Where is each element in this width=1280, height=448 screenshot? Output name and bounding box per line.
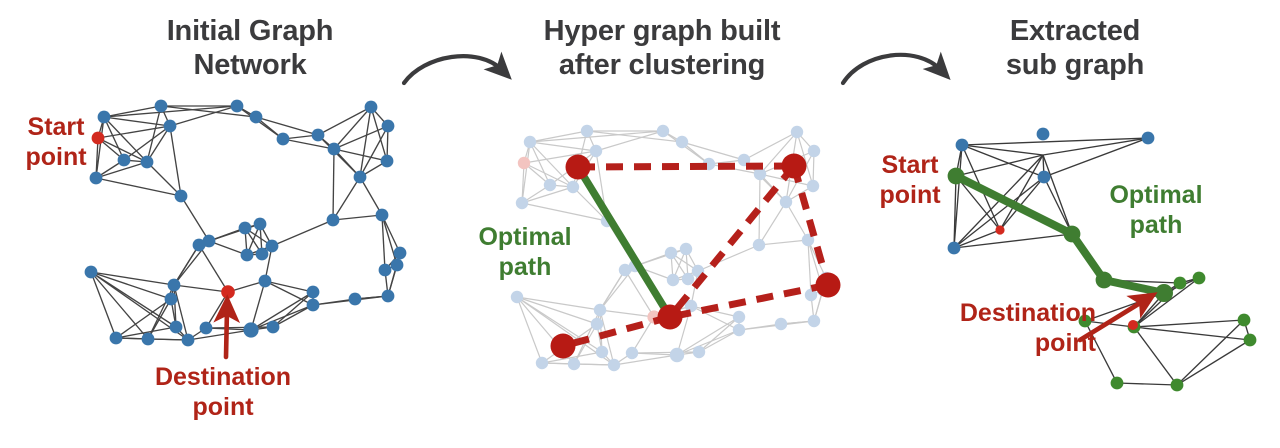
- destination-pointer-arrow: [213, 294, 241, 360]
- subgraph-destination-node-2[interactable]: [1128, 320, 1138, 330]
- hypergraph-faded-start-node: [517, 156, 531, 170]
- subgraph-path-nodes[interactable]: [947, 167, 1173, 302]
- optimal-hyper-edge: [574, 163, 674, 321]
- label-destination-point-subgraph: Destination point: [959, 299, 1096, 357]
- hyper-nodes[interactable]: [550, 153, 841, 359]
- subgraph-destination-node[interactable]: [995, 225, 1005, 235]
- start-point-node[interactable]: [91, 131, 105, 145]
- destination-point-node[interactable]: [221, 285, 235, 299]
- panel-hypergraph: [510, 124, 841, 372]
- panel-title-initial-graph: Initial Graph Network: [166, 15, 334, 82]
- label-destination-point-initial: Destination point: [154, 363, 292, 421]
- panel-title-subgraph: Extracted sub graph: [1005, 15, 1145, 82]
- panel-initial-graph: [84, 99, 407, 360]
- hypergraph-faded-nodes: [510, 124, 833, 372]
- label-start-point-initial: Start point: [25, 113, 87, 171]
- subgraph-green-nodes: [1078, 271, 1257, 392]
- label-start-point-subgraph: Start point: [879, 151, 941, 209]
- subgraph-blue-nodes: [947, 127, 1155, 255]
- panel-subgraph: [947, 127, 1257, 392]
- flow-arrow-1: [401, 51, 512, 86]
- panel-title-hypergraph: Hyper graph built after clustering: [543, 15, 781, 82]
- hyper-edges: [562, 162, 832, 350]
- subgraph-optimal-path: [952, 172, 1168, 297]
- label-optimal-path-subgraph: Optimal path: [1109, 181, 1203, 239]
- initial-graph-nodes: [84, 99, 407, 347]
- subgraph-destination-pointer-arrow: [1077, 292, 1158, 343]
- flow-arrow-2: [840, 51, 951, 86]
- label-optimal-path-hypergraph: Optimal path: [478, 223, 572, 281]
